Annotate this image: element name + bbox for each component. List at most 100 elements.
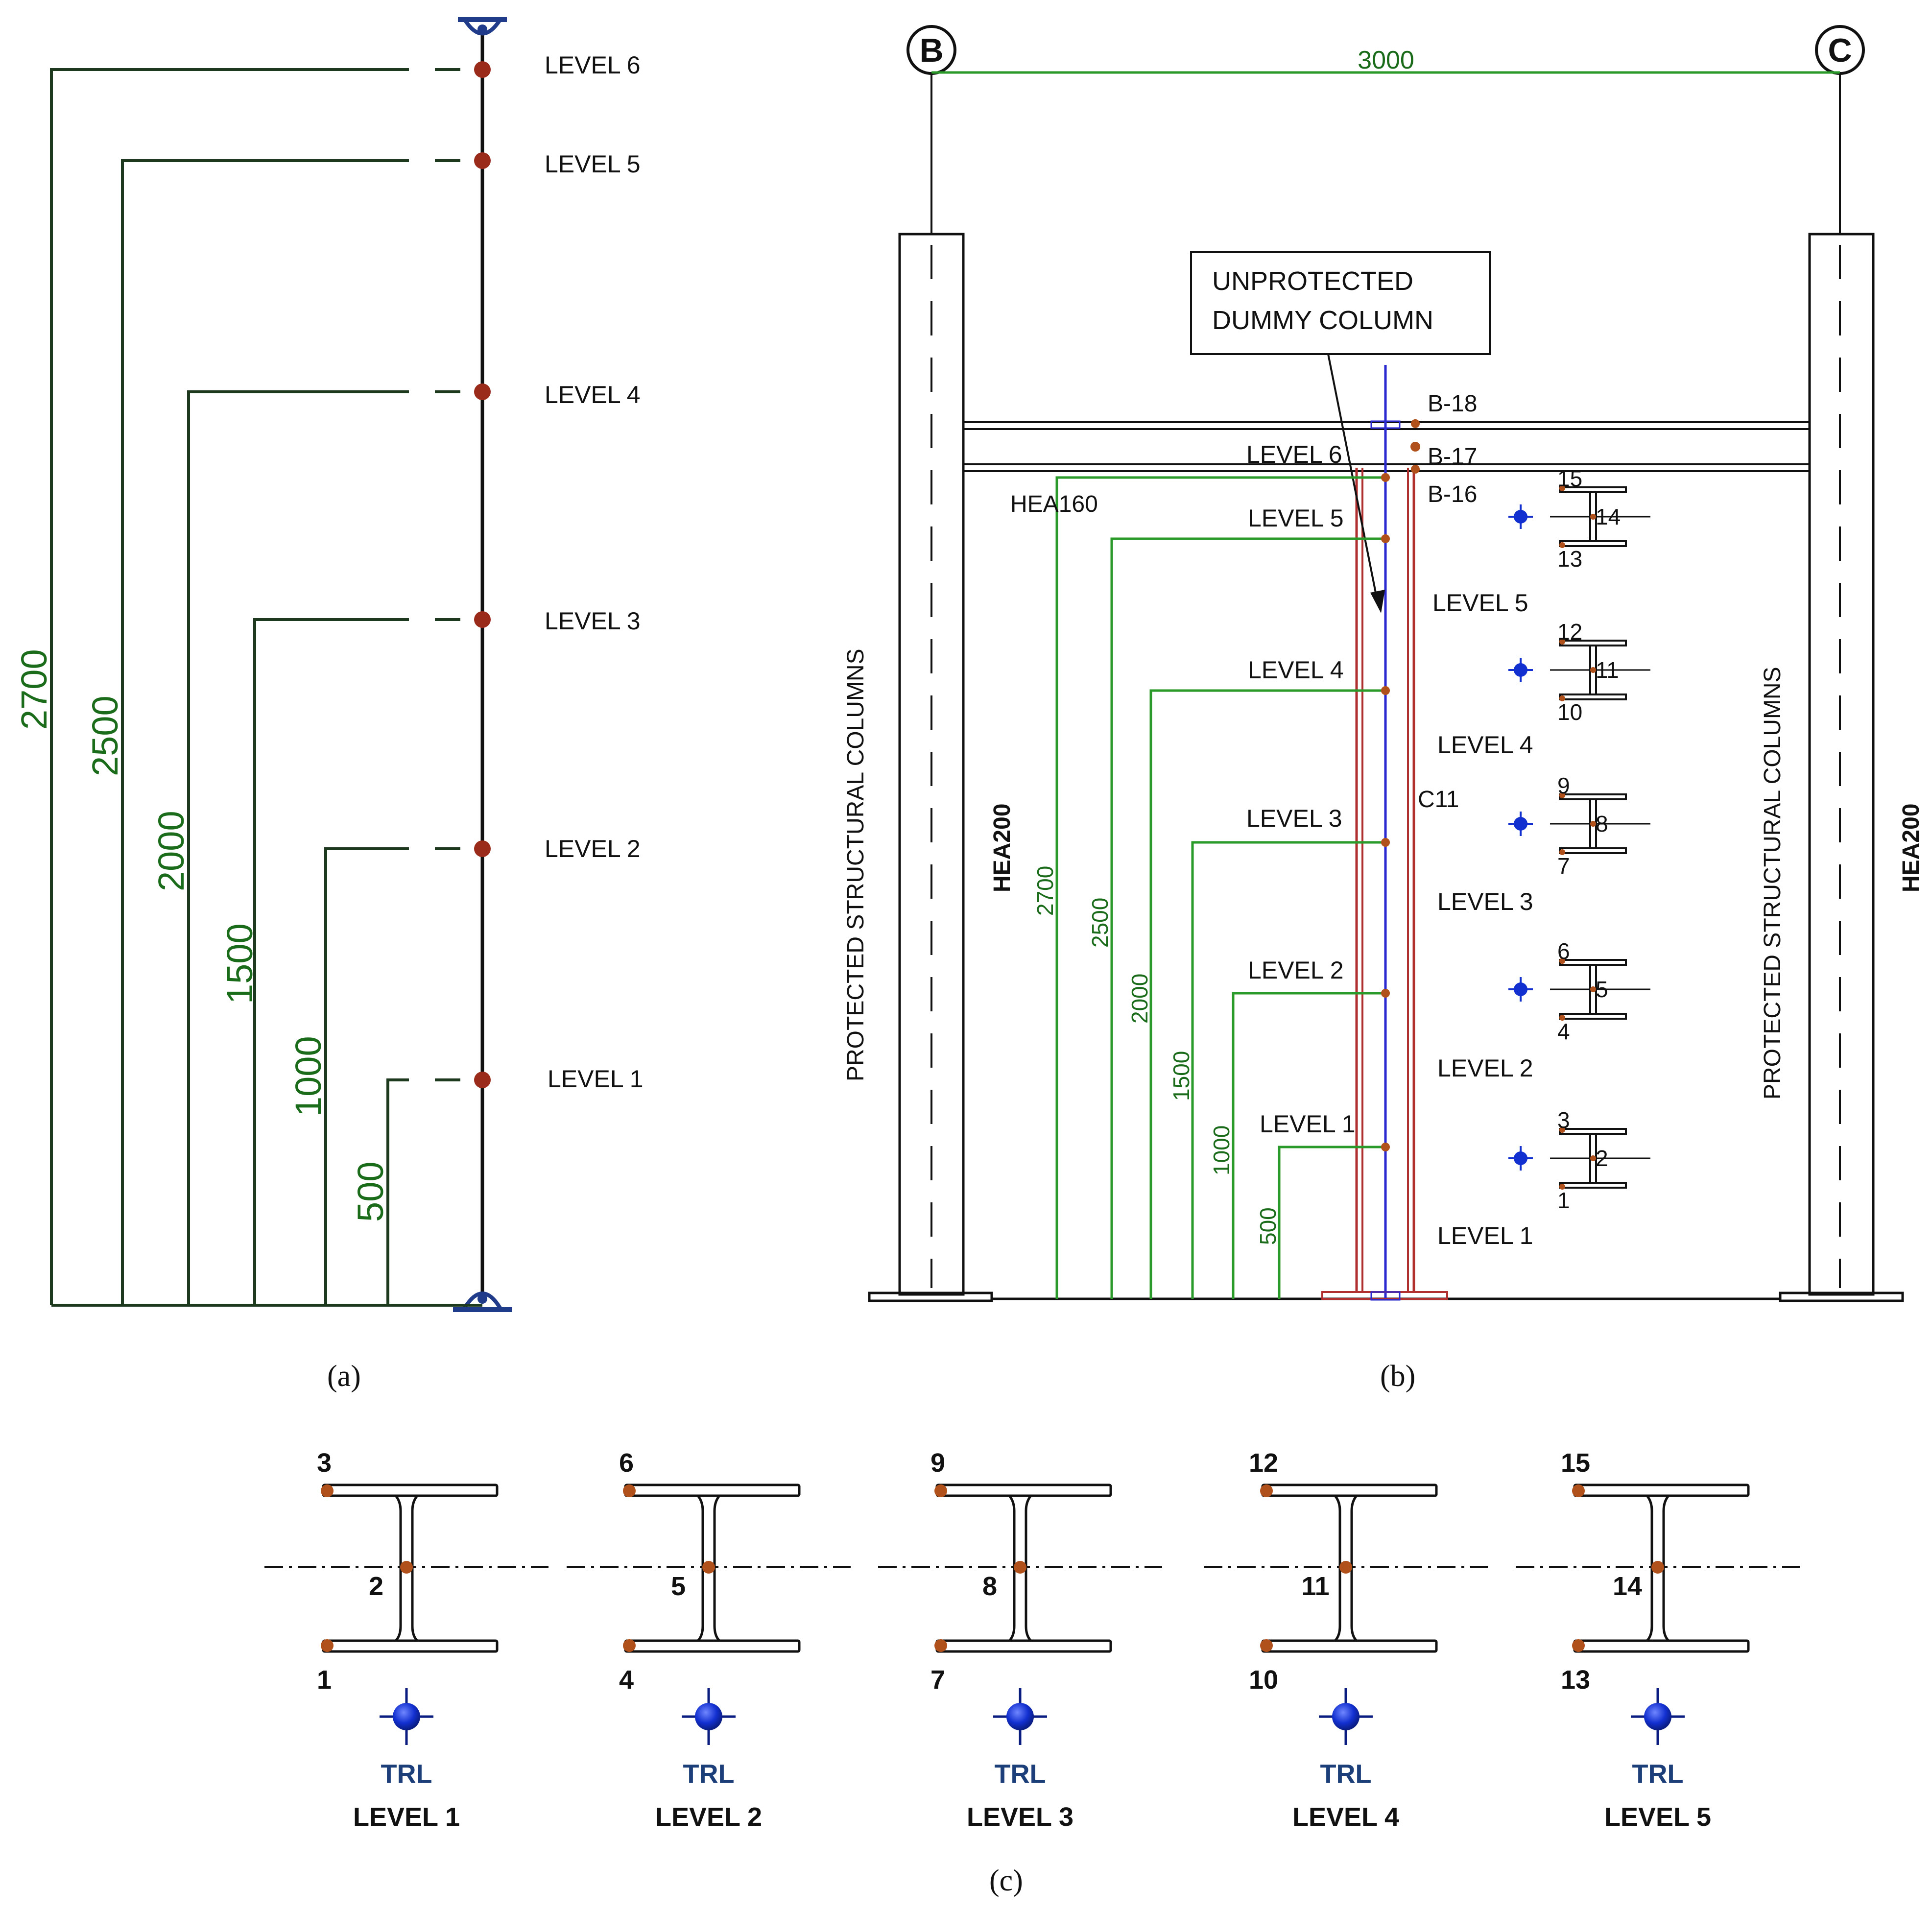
trl-label: TRL xyxy=(1632,1759,1684,1789)
b-dim-1000: 1000 xyxy=(1209,1125,1234,1175)
section-tc-top-label: 9 xyxy=(930,1448,945,1478)
thermocouple-bot xyxy=(623,1639,636,1652)
left-column-text: PROTECTED STRUCTURAL COLUMNS xyxy=(843,648,869,1081)
mini-tc-mid: 5 xyxy=(1596,977,1608,1002)
b-dim-2500: 2500 xyxy=(1087,898,1113,948)
trl-icon xyxy=(1514,1151,1527,1165)
thermocouple-mid xyxy=(1014,1561,1026,1574)
a-level-1-label: LEVEL 1 xyxy=(548,1065,644,1093)
mini-tc-bot: 1 xyxy=(1557,1188,1570,1213)
mini-section: 12 11 10 xyxy=(1508,619,1650,725)
b-dim-2000: 2000 xyxy=(1127,974,1152,1024)
mini-tc-top: 15 xyxy=(1557,466,1582,491)
section-level-label: LEVEL 2 xyxy=(655,1802,762,1832)
section-tc-top-label: 12 xyxy=(1249,1448,1278,1478)
mini-tc-top: 9 xyxy=(1557,773,1570,798)
a-dim-2700: 2700 xyxy=(14,649,54,730)
mini-tc-bot: 10 xyxy=(1557,699,1582,725)
right-column-text: PROTECTED STRUCTURAL COLUMNS xyxy=(1760,667,1786,1100)
section-tc-bot-label: 10 xyxy=(1249,1665,1278,1695)
mini-tc-top: 3 xyxy=(1557,1107,1570,1133)
callout-line-1: UNPROTECTED xyxy=(1212,266,1413,296)
a-level-6-label: LEVEL 6 xyxy=(545,51,641,79)
mini-tc-bot: 13 xyxy=(1557,546,1582,572)
section-tc-mid-label: 8 xyxy=(982,1572,997,1601)
mini-section: 9 87 xyxy=(1508,773,1650,879)
tc-b17: B-17 xyxy=(1428,444,1477,470)
trl-icon xyxy=(1514,982,1527,996)
b-level-4-label: LEVEL 4 xyxy=(1248,656,1344,684)
mini-tc-mid: 14 xyxy=(1596,504,1621,529)
thermocouple-top xyxy=(1572,1484,1585,1497)
section-level-label: LEVEL 1 xyxy=(353,1802,460,1832)
b-right-level-4: LEVEL 4 xyxy=(1437,731,1533,759)
beam-section-label: HEA160 xyxy=(1010,491,1098,517)
callout-line-2: DUMMY COLUMN xyxy=(1212,306,1433,335)
thermocouple-bot xyxy=(934,1639,947,1652)
thermocouple-top xyxy=(934,1484,947,1497)
thermocouple-mid xyxy=(702,1561,715,1574)
top-support-icon xyxy=(458,17,507,36)
trl-icon xyxy=(1644,1703,1671,1730)
section-tc-bot-label: 1 xyxy=(317,1665,332,1695)
mini-tc-bot: 7 xyxy=(1557,853,1570,879)
thermocouple-top xyxy=(1260,1484,1273,1497)
mini-tc-top: 12 xyxy=(1557,619,1582,645)
mini-section: 15 14 13 xyxy=(1508,466,1650,572)
section-tc-bot-label: 4 xyxy=(619,1665,634,1695)
a-dim-2500: 2500 xyxy=(85,695,125,776)
trl-label: TRL xyxy=(683,1759,735,1789)
trl-label: TRL xyxy=(1320,1759,1372,1789)
thermocouple-bot xyxy=(1260,1639,1273,1652)
a-level-2-label: LEVEL 2 xyxy=(545,835,641,862)
trl-icon xyxy=(1514,663,1527,677)
section-tc-mid-label: 2 xyxy=(369,1572,383,1601)
a-dim-2000: 2000 xyxy=(151,811,191,891)
section-tc-mid-label: 11 xyxy=(1301,1572,1329,1601)
right-structural-column xyxy=(1779,233,1904,1302)
left-structural-column xyxy=(868,233,993,1302)
dimension-lines xyxy=(50,68,482,1307)
tc-b16: B-16 xyxy=(1428,481,1477,507)
mini-tc-mid: 8 xyxy=(1596,811,1608,837)
b-column-nodes xyxy=(1381,419,1420,1151)
mini-tc-mid: 2 xyxy=(1596,1146,1608,1171)
panel-a: LEVEL 6 LEVEL 5 LEVEL 4 LEVEL 3 LEVEL 2 … xyxy=(14,17,644,1312)
dummy-column xyxy=(1321,365,1448,1301)
mini-tc-mid: 11 xyxy=(1596,657,1619,683)
thermocouple-mid xyxy=(400,1561,413,1574)
a-level-3-label: LEVEL 3 xyxy=(545,607,641,635)
b-level-2-label: LEVEL 2 xyxy=(1248,956,1344,984)
level-nodes xyxy=(474,61,491,1088)
caption-b: (b) xyxy=(1380,1360,1415,1393)
mini-section: 6 5 4 xyxy=(1508,938,1650,1044)
thermocouple-mid xyxy=(1339,1561,1352,1574)
right-column-section: HEA200 xyxy=(1898,804,1924,892)
b-right-level-3: LEVEL 3 xyxy=(1437,888,1533,915)
a-dim-1000: 1000 xyxy=(288,1036,329,1117)
bottom-support-icon xyxy=(453,1291,512,1312)
mini-tc-bot: 4 xyxy=(1557,1019,1570,1044)
b-dim-2700: 2700 xyxy=(1032,866,1058,916)
trl-icon xyxy=(1514,510,1527,524)
left-column-section: HEA200 xyxy=(989,804,1015,892)
mini-tc-top: 6 xyxy=(1557,938,1570,964)
a-dim-1500: 1500 xyxy=(219,923,260,1004)
column-id: C11 xyxy=(1418,787,1459,813)
b-right-level-5: LEVEL 5 xyxy=(1432,589,1528,617)
caption-c: (c) xyxy=(989,1864,1023,1897)
tc-b18: B-18 xyxy=(1428,391,1477,417)
b-dim-1500: 1500 xyxy=(1169,1051,1194,1101)
thermocouple-bot xyxy=(321,1639,334,1652)
caption-a: (a) xyxy=(327,1360,361,1393)
trl-label: TRL xyxy=(381,1759,432,1789)
trl-icon xyxy=(695,1703,722,1730)
b-right-level-2: LEVEL 2 xyxy=(1437,1054,1533,1082)
b-level-3-label: LEVEL 3 xyxy=(1246,805,1342,832)
